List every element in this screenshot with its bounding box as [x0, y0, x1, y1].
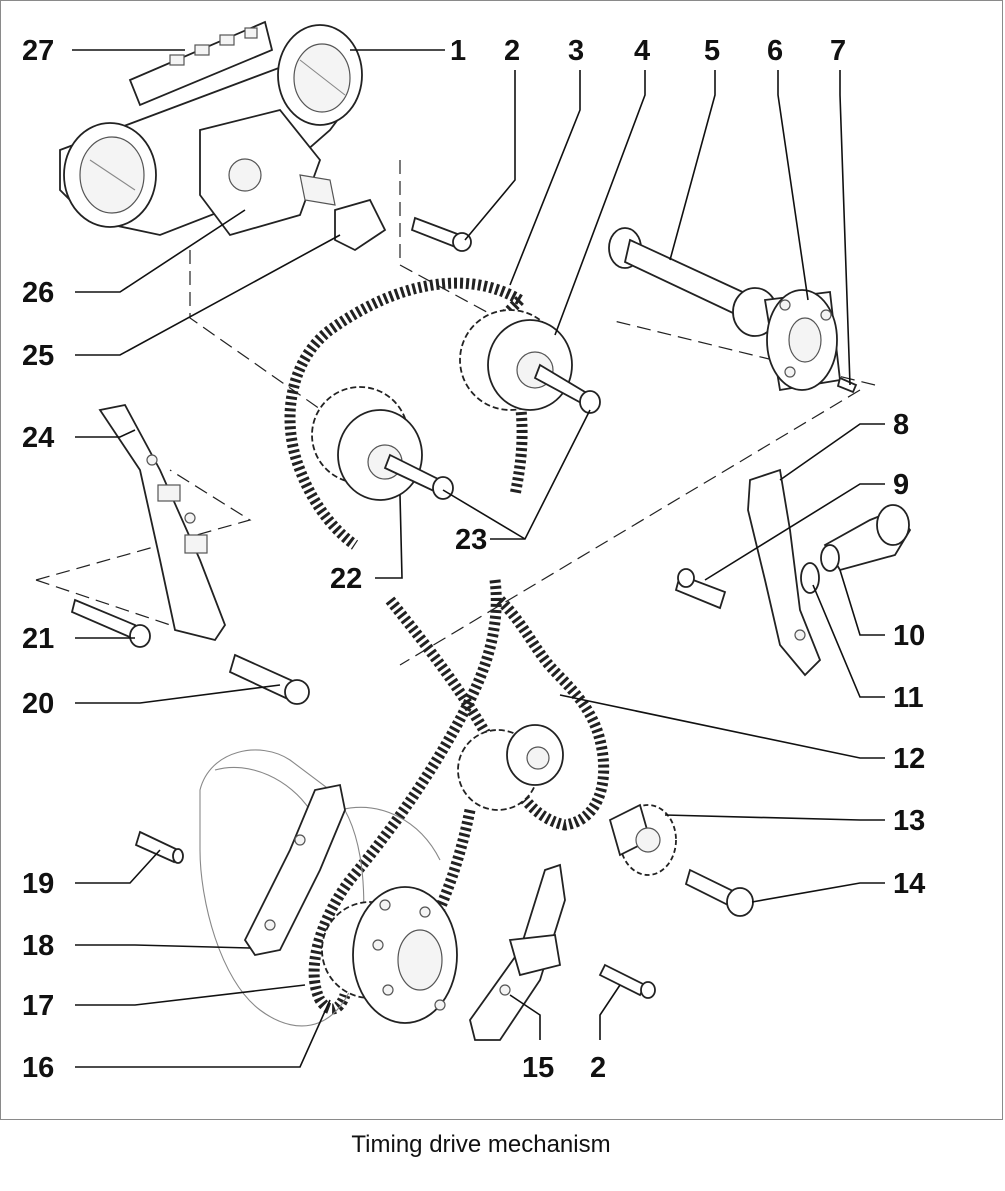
pin-19: [134, 830, 184, 864]
callout-2-bottom: 2: [590, 1052, 606, 1084]
camshaft-sprocket-upper: [459, 309, 601, 414]
camshaft-sprocket-lower: [311, 386, 454, 501]
callout-2-top: 2: [504, 35, 520, 67]
bolt-21: [70, 598, 151, 648]
pin-9: [674, 568, 727, 610]
guide-rail-15: [469, 863, 566, 1041]
callout-17: 17: [22, 990, 54, 1022]
callout-12: 12: [893, 743, 925, 775]
callout-18: 18: [22, 930, 54, 962]
bolt-top: [410, 216, 472, 252]
callout-10: 10: [893, 620, 925, 652]
callout-14: 14: [893, 868, 925, 900]
callout-22: 22: [330, 563, 362, 595]
callout-3: 3: [568, 35, 584, 67]
callout-13: 13: [893, 805, 925, 837]
callout-19: 19: [22, 868, 54, 900]
callout-27: 27: [22, 35, 54, 67]
callout-5: 5: [704, 35, 720, 67]
figure-caption: Timing drive mechanism: [351, 1131, 611, 1158]
sealing-ring-11: [800, 562, 820, 594]
guide-rail-8: [747, 468, 822, 677]
callout-7: 7: [830, 35, 846, 67]
bolt-14: [684, 868, 754, 917]
intermediate-sprocket: [457, 724, 677, 876]
callout-23: 23: [455, 524, 487, 556]
callout-11: 11: [893, 682, 924, 714]
callout-24: 24: [22, 422, 54, 454]
callout-15: 15: [522, 1052, 554, 1084]
tensioner-rail-upper: [98, 403, 227, 642]
callout-1: 1: [450, 35, 466, 67]
callout-leader-lines: [72, 49, 885, 1068]
callout-26: 26: [22, 277, 54, 309]
chain-tensioner-10: [820, 504, 912, 572]
callout-8: 8: [893, 409, 909, 441]
callout-25: 25: [22, 340, 54, 372]
pin-20: [228, 653, 310, 705]
callout-labels: 27 1 2 3 4 5 6 7 26 25 24 8 9 10 23 22 2…: [22, 35, 925, 1084]
exploded-view-diagram: 27 1 2 3 4 5 6 7 26 25 24 8 9 10 23 22 2…: [22, 20, 925, 1084]
callout-20: 20: [22, 688, 54, 720]
callout-4: 4: [634, 35, 650, 67]
guide-rail-18: [243, 783, 346, 957]
callout-21: 21: [22, 623, 54, 655]
intermediate-shaft: [608, 227, 858, 394]
callout-9: 9: [893, 469, 909, 501]
bolt-lower-2: [598, 963, 656, 999]
callout-6: 6: [767, 35, 783, 67]
crankshaft-sprocket: [321, 886, 458, 1024]
camshaft-housing: [59, 20, 387, 252]
callout-16: 16: [22, 1052, 54, 1084]
